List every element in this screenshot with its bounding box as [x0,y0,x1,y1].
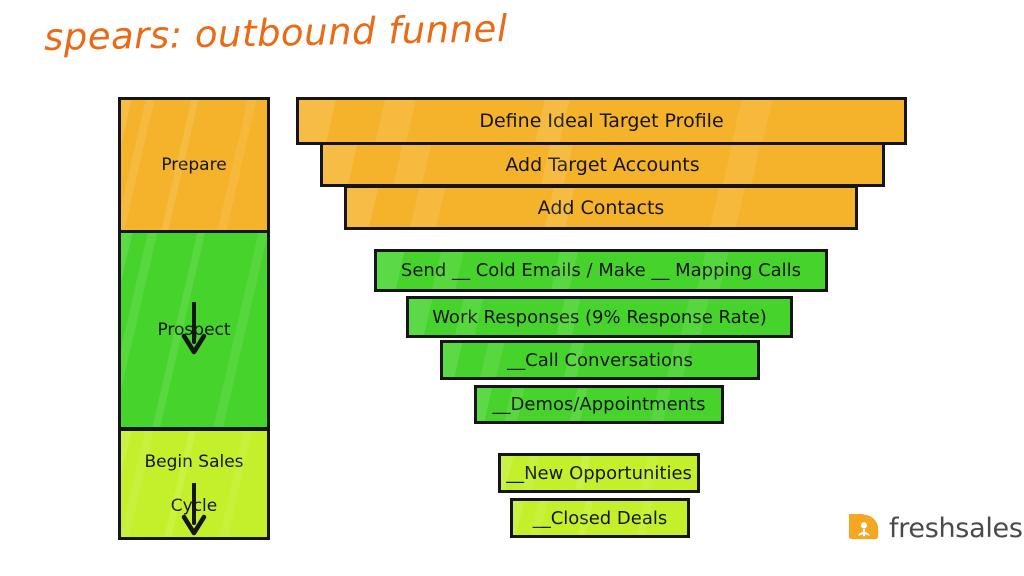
funnel-bar-label: Send __ Cold Emails / Make __ Mapping Ca… [400,260,802,281]
page-title: spears: outbound funnel [43,7,509,59]
funnel-bar-label: __Demos/Appointments [492,394,706,415]
funnel-bar-label: __Closed Deals [532,507,668,529]
funnel-bar-label: __Call Conversations [507,349,693,371]
arrow-down-icon [181,302,207,355]
funnel-bar-label: Add Contacts [537,196,665,219]
funnel-bar-work-responses: Work Responses (9% Response Rate) [406,296,793,338]
stage-prepare: Prepare [118,97,270,233]
funnel-bar-define-ideal-target-profile: Define Ideal Target Profile [296,97,907,145]
freshsales-logo: freshsales [839,510,1023,544]
funnel-bar-label: Add Target Accounts [505,153,700,176]
freshsales-wordmark: freshsales [889,513,1023,544]
stage-begin-line1: Begin Sales [144,452,244,472]
stage-prepare-label: Prepare [161,155,227,175]
funnel-bar-label: __New Opportunities [506,462,692,484]
funnel-bar-add-contacts: Add Contacts [344,185,858,230]
stage-prospect: Prospect [118,230,270,430]
funnel-bar-demos-appointments: __Demos/Appointments [474,385,724,424]
funnel-bar-label: Define Ideal Target Profile [479,110,724,132]
funnel-bar-add-target-accounts: Add Target Accounts [320,142,885,187]
funnel-bar-new-opportunities: __New Opportunities [498,453,700,493]
funnel-bar-label: Work Responses (9% Response Rate) [432,306,767,328]
freshsales-droplet-icon [839,510,879,544]
stage-column: Prepare Prospect Begin Sales Cycle [118,97,270,540]
funnel-bar-closed-deals: __Closed Deals [510,498,690,538]
funnel-bar-send-cold-emails-make-mapping-calls: Send __ Cold Emails / Make __ Mapping Ca… [374,249,828,292]
arrow-down-icon [181,483,207,536]
funnel-bar-call-conversations: __Call Conversations [440,340,760,380]
